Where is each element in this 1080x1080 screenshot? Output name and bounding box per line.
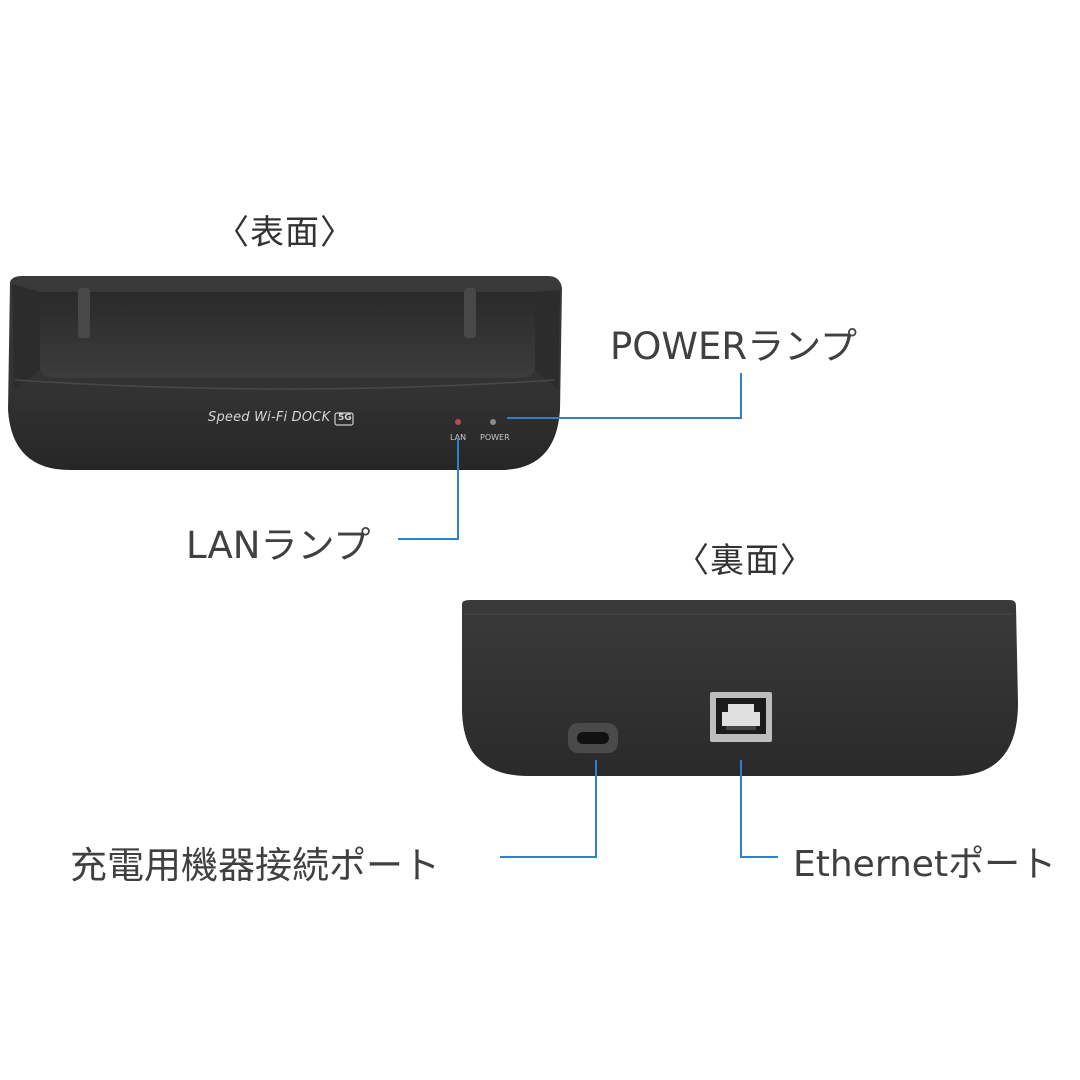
ethernet-port-leader-horizontal <box>740 856 778 858</box>
power-led-caption: POWER <box>480 433 510 442</box>
charging-port-leader-vertical <box>595 760 597 858</box>
dock-brand-text: Speed Wi-Fi DOCK <box>208 410 331 425</box>
power-led-icon <box>490 419 496 425</box>
dock-brand-badge: 5G <box>338 413 352 423</box>
back-view-heading: 〈裏面〉 <box>675 541 815 581</box>
power-lamp-label: POWERランプ <box>610 325 857 368</box>
lan-led-caption: LAN <box>450 433 466 442</box>
lan-lamp-leader-vertical <box>457 438 459 540</box>
charging-port-label: 充電用機器接続ポート <box>70 844 440 887</box>
lan-lamp-label: LANランプ <box>186 524 371 567</box>
ethernet-port-leader-vertical <box>740 760 742 858</box>
power-lamp-leader-vertical <box>740 373 742 419</box>
lan-lamp-leader-horizontal <box>398 538 459 540</box>
power-lamp-leader-horizontal <box>507 417 742 419</box>
back-dock-device <box>462 600 1018 776</box>
front-view-heading: 〈表面〉 <box>215 213 355 253</box>
front-dock-device <box>8 276 562 470</box>
ethernet-port-label: Ethernetポート <box>793 844 1057 885</box>
charging-port-leader-horizontal <box>500 856 597 858</box>
lan-led-icon <box>455 419 461 425</box>
